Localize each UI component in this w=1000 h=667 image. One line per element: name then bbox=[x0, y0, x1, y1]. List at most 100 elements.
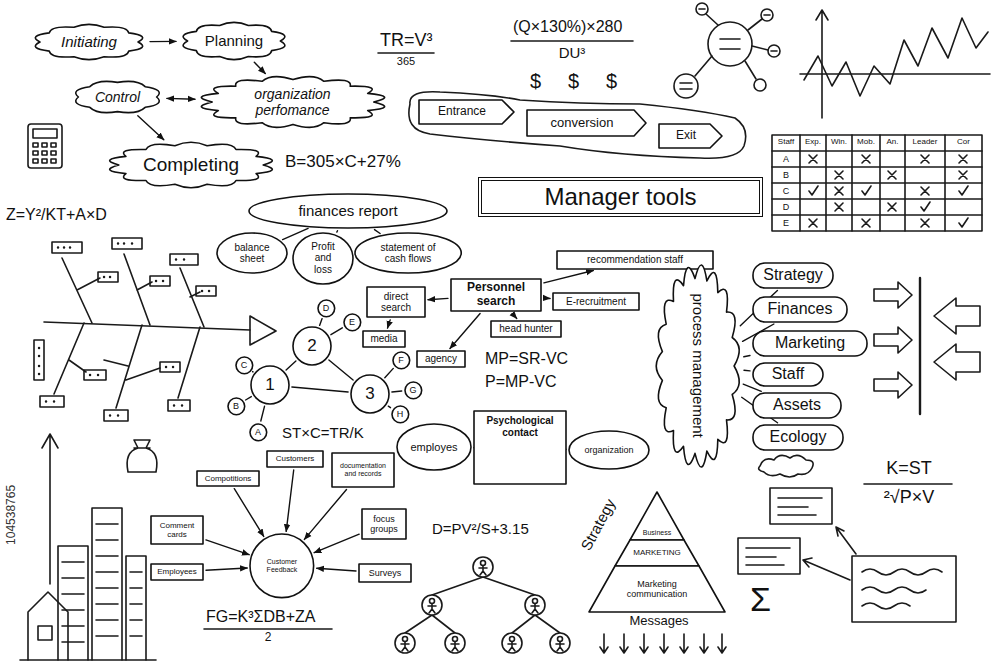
node-outline-shape bbox=[217, 233, 287, 273]
node-outline-shape bbox=[359, 564, 411, 582]
node-outline-shape bbox=[228, 398, 245, 415]
node-text: organization perfomance bbox=[233, 86, 353, 118]
node-text: Profit and loss bbox=[305, 241, 341, 276]
connector bbox=[206, 568, 247, 570]
equals-sign bbox=[680, 83, 692, 89]
process-box: documentation and records bbox=[331, 452, 395, 488]
node-outline-shape bbox=[197, 471, 259, 486]
node-text: Comment cards bbox=[154, 521, 200, 539]
process-box: E-recruitment bbox=[552, 292, 640, 311]
node-text: documentation and records bbox=[335, 462, 391, 478]
table-cell: Mob. bbox=[852, 137, 880, 146]
formula: TR=V³ bbox=[380, 30, 433, 51]
connector bbox=[320, 319, 323, 326]
node-outline-shape bbox=[553, 293, 639, 310]
node-outline-shape bbox=[250, 424, 267, 441]
node-text: focus groups bbox=[365, 514, 403, 535]
node-outline-shape bbox=[753, 393, 841, 418]
growth-arrow bbox=[42, 434, 58, 584]
formula: B=305×C+27% bbox=[285, 152, 401, 172]
connector bbox=[428, 298, 448, 299]
table-frame bbox=[772, 135, 982, 231]
cloud-node: Control bbox=[70, 78, 165, 116]
sigma-symbol: Σ bbox=[750, 580, 771, 619]
table-cell: Staff bbox=[772, 137, 800, 146]
node-outline-shape bbox=[405, 382, 422, 399]
pyramid-label: Strategy bbox=[577, 495, 618, 552]
person-icon bbox=[525, 595, 545, 615]
connector bbox=[743, 384, 761, 391]
connector bbox=[392, 391, 402, 392]
process-box: Compotitions bbox=[196, 470, 260, 487]
calculator-screen bbox=[33, 129, 57, 138]
table-cell: Leader bbox=[905, 137, 945, 146]
formula: (Q×130%)×280 bbox=[513, 18, 622, 36]
pull-arrows bbox=[934, 298, 980, 380]
table-cell: A bbox=[772, 154, 800, 164]
node-outline-shape bbox=[251, 366, 289, 404]
node-text: F bbox=[398, 355, 404, 365]
pyramid-band: Marketing communication bbox=[589, 566, 725, 612]
ellipse-node: statement of cash flows bbox=[354, 232, 462, 274]
process-box: Employees bbox=[150, 563, 204, 581]
node-text: process management bbox=[689, 294, 706, 438]
circle-node: F bbox=[392, 351, 411, 370]
person-icon bbox=[502, 633, 522, 653]
node-text: Marketing bbox=[775, 334, 845, 352]
connector bbox=[512, 314, 516, 319]
table-cell: E bbox=[772, 218, 800, 228]
node-outline-shape bbox=[569, 431, 649, 469]
process-box: agency bbox=[416, 350, 466, 368]
formula: ST×C=TR/K bbox=[282, 424, 364, 441]
calculator-icon bbox=[28, 124, 62, 168]
mindmap-spokes bbox=[695, 14, 768, 79]
formula: DU³ bbox=[513, 44, 631, 61]
table-cell: An. bbox=[880, 137, 905, 146]
node-text: Customers bbox=[276, 454, 315, 463]
node-text: Business bbox=[643, 529, 671, 537]
node-text: A bbox=[255, 427, 261, 437]
process-box: Psychological contact bbox=[473, 410, 567, 485]
ellipse-node: organization bbox=[568, 430, 650, 470]
node-outline-shape bbox=[656, 265, 739, 467]
node-text: Entrance bbox=[438, 105, 486, 119]
equals-sign bbox=[720, 39, 740, 49]
building-icon bbox=[58, 546, 88, 660]
table-cell: Exp. bbox=[800, 137, 826, 146]
node-outline-shape bbox=[344, 314, 361, 331]
node-outline-shape bbox=[332, 453, 394, 487]
node-text: Completing bbox=[143, 154, 239, 176]
table-cell: Win. bbox=[826, 137, 852, 146]
arrow-box: Entrance bbox=[418, 98, 516, 126]
node-outline-shape bbox=[527, 110, 646, 136]
node-outline-shape bbox=[491, 321, 561, 337]
mindmap-hub bbox=[708, 22, 752, 66]
person-icon bbox=[445, 633, 465, 653]
node-outline-shape bbox=[293, 233, 353, 284]
node-outline-shape bbox=[419, 100, 514, 124]
title-text: Manager tools bbox=[544, 183, 696, 211]
mindmap-circle bbox=[768, 45, 780, 57]
node-text: Assets bbox=[773, 396, 821, 414]
node-text: Staff bbox=[772, 365, 805, 383]
table-cell: Cor bbox=[945, 137, 982, 146]
node-text: agency bbox=[425, 353, 457, 365]
connector bbox=[336, 231, 338, 232]
barrier-bar bbox=[919, 278, 921, 414]
node-outline-shape bbox=[397, 424, 471, 470]
table-cell: C bbox=[772, 186, 800, 196]
node-text: recommendation staff bbox=[587, 254, 683, 266]
connector bbox=[544, 271, 593, 283]
connector bbox=[167, 98, 195, 100]
node-outline-shape bbox=[451, 279, 541, 311]
cloud-node: Planning bbox=[178, 20, 290, 62]
circle-node: A bbox=[249, 423, 268, 442]
table-cell: B bbox=[772, 170, 800, 180]
formula: K=ST bbox=[866, 458, 952, 479]
sketch-group bbox=[20, 3, 990, 660]
connector bbox=[304, 490, 346, 540]
node-outline-shape bbox=[201, 77, 384, 128]
node-outline-shape bbox=[293, 327, 331, 365]
formula: 2 bbox=[206, 631, 330, 645]
node-text: Employees bbox=[157, 567, 197, 576]
